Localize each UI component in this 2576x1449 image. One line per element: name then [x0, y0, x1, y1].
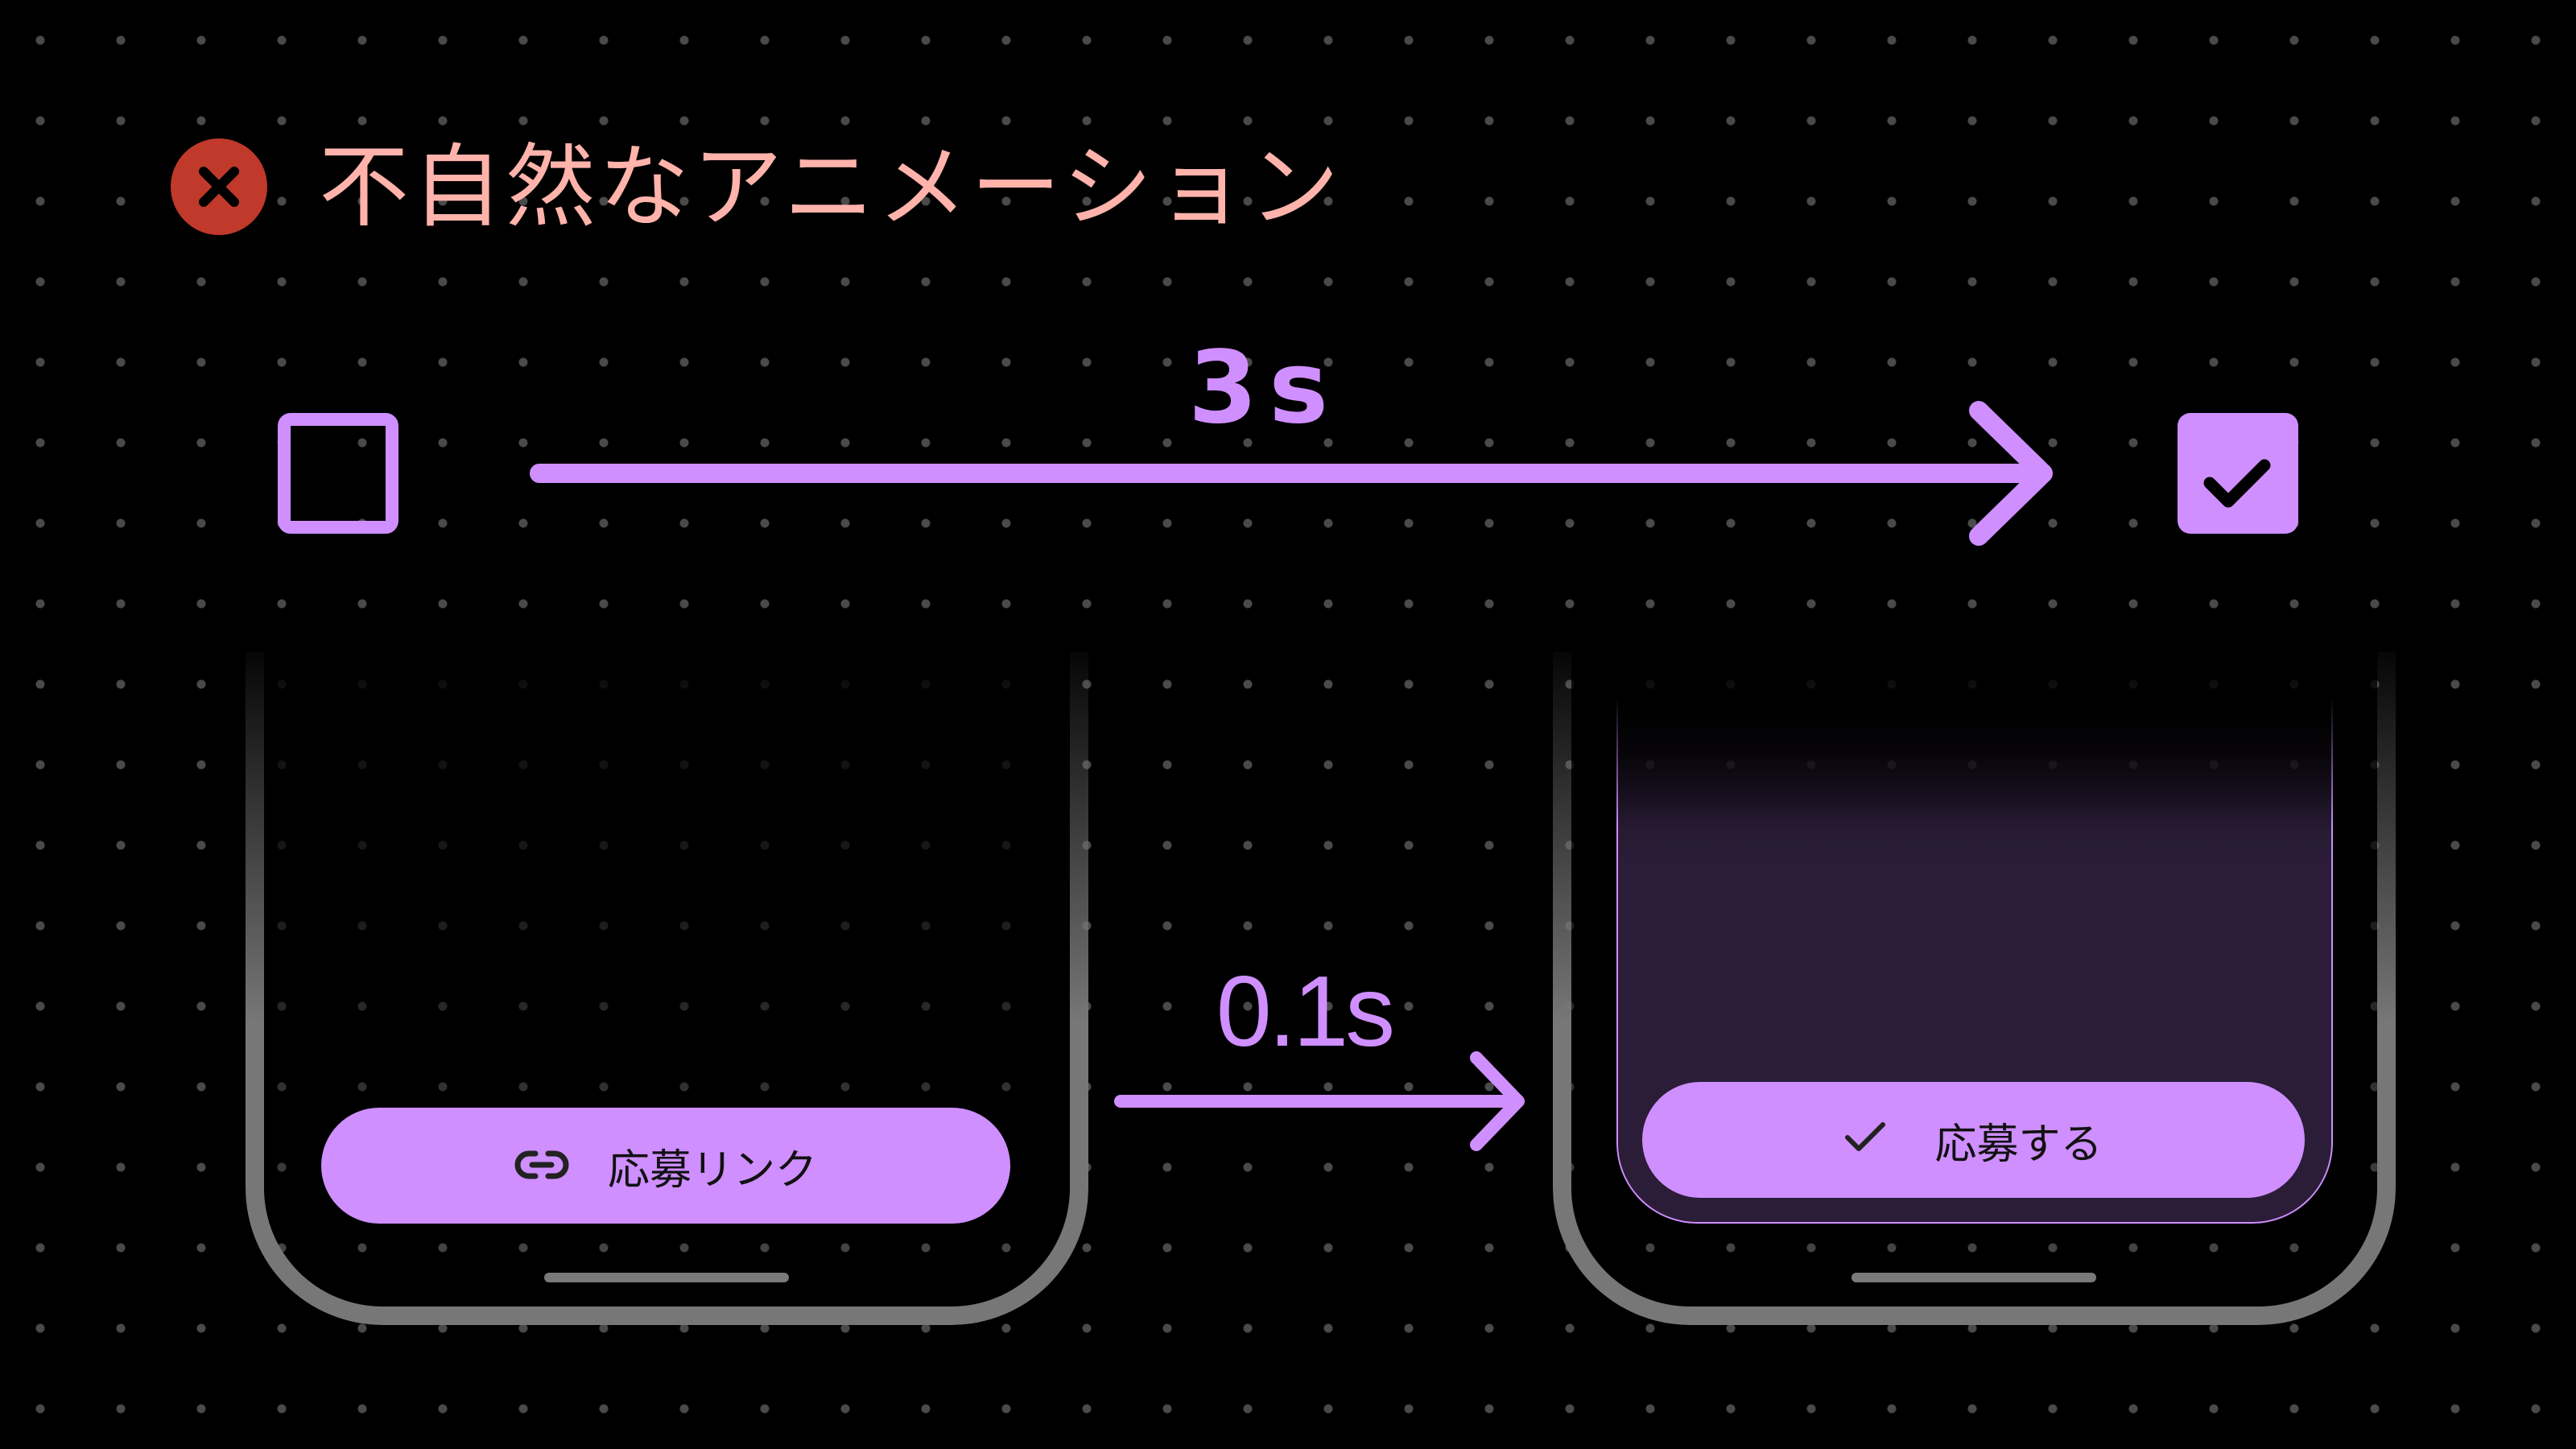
duration-label-slow: 3s — [1187, 330, 1340, 446]
apply-link-button[interactable]: 応募リンク — [321, 1108, 1010, 1224]
phone-frame-after — [1553, 652, 2396, 1325]
x-circle-icon — [171, 138, 267, 235]
page-title: 不自然なアニメーション — [319, 135, 1343, 240]
check-icon — [1844, 1116, 1888, 1164]
link-icon — [514, 1141, 569, 1190]
home-indicator — [1852, 1273, 2096, 1282]
check-icon — [2203, 459, 2271, 508]
duration-label-fast: 0.1s — [1216, 956, 1395, 1067]
apply-link-label: 応募リンク — [607, 1146, 817, 1195]
checkbox-unchecked[interactable] — [278, 413, 398, 534]
apply-label: 応募する — [1934, 1120, 2103, 1169]
phone-frame-before — [246, 652, 1088, 1325]
checkbox-checked[interactable] — [2178, 413, 2298, 534]
apply-button[interactable]: 応募する — [1642, 1082, 2305, 1198]
home-indicator — [544, 1273, 789, 1282]
